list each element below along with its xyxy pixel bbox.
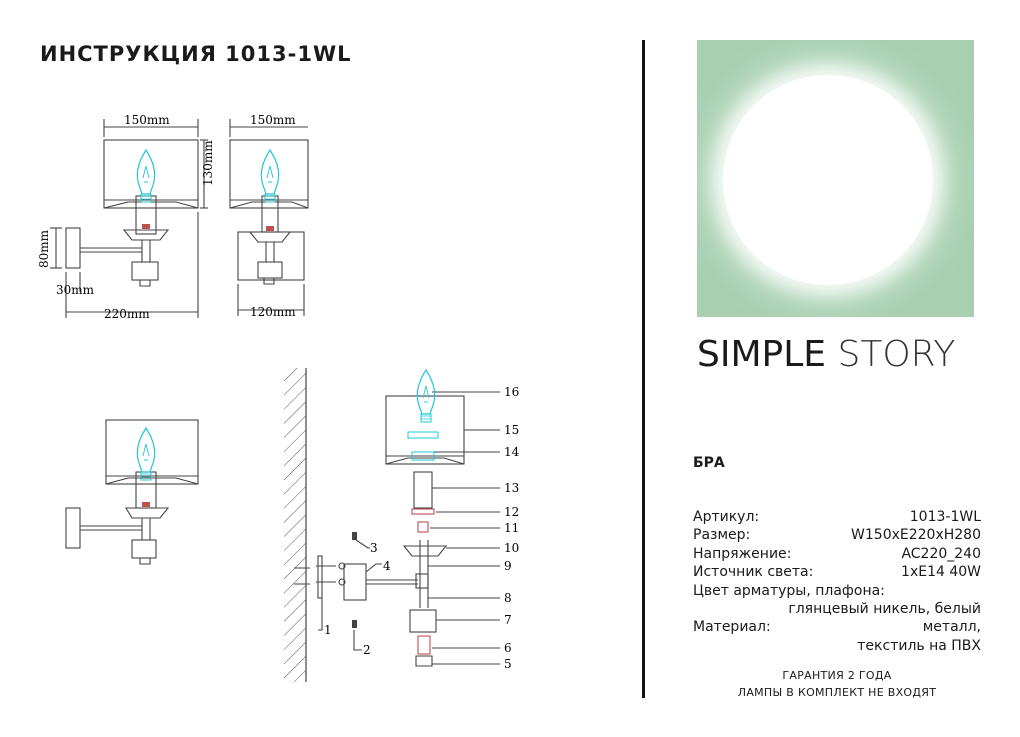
part-label-2: 2 — [363, 643, 371, 657]
part-label-3: 3 — [370, 541, 378, 555]
bulbs-note: ЛАМПЫ В КОМПЛЕКТ НЕ ВХОДЯТ — [737, 686, 937, 699]
technical-drawings: 150mm 130mm 80mm 30mm 220mm 150mm 120mm — [37, 113, 520, 682]
wall-hatch — [284, 368, 306, 682]
vertical-divider — [642, 40, 645, 698]
dim-projection: 220mm — [104, 307, 150, 321]
spec-row-material-2: текстиль на ПВХ — [857, 637, 981, 654]
side-view-drawing — [229, 119, 309, 316]
spec-row-color-label: Цвет арматуры, плафона: — [693, 582, 885, 599]
part-label-7: 7 — [504, 613, 512, 627]
product-type: БРА — [693, 455, 725, 471]
footer-notes: ГАРАНТИЯ 2 ГОДА ЛАМПЫ В КОМПЛЕКТ НЕ ВХОД… — [693, 667, 981, 701]
brand-part1: SIMPLE — [697, 334, 827, 375]
part-label-6: 6 — [504, 641, 512, 655]
part-label-15: 15 — [504, 423, 519, 437]
part-label-8: 8 — [504, 591, 512, 605]
page-title: ИНСТРУКЦИЯ 1013-1WL — [40, 42, 352, 66]
lamp-glow — [723, 75, 933, 285]
spec-row-material: Материал: металл, — [693, 619, 981, 636]
part-label-16: 16 — [504, 385, 519, 399]
brand-logo: SIMPLE STORY — [697, 334, 955, 375]
part-label-13: 13 — [504, 481, 519, 495]
part-label-11: 11 — [504, 521, 519, 535]
dim-base-depth: 30mm — [56, 283, 95, 297]
dim-base-height: 80mm — [37, 229, 51, 268]
product-photo — [697, 40, 974, 317]
spec-row-color-value: глянцевый никель, белый — [788, 601, 981, 618]
front-view-drawing — [50, 119, 208, 318]
brand-part2: STORY — [837, 334, 956, 375]
bulb-icon — [136, 149, 156, 203]
spec-row-size: Размер: W150xE220xH280 — [693, 527, 981, 544]
part-label-12: 12 — [504, 505, 519, 519]
part-label-14: 14 — [504, 445, 520, 459]
dim-side-width: 150mm — [250, 113, 296, 127]
dim-front-width: 150mm — [124, 113, 170, 127]
exploded-view-drawing — [294, 391, 500, 667]
spec-row-article: Артикул: 1013-1WL — [693, 509, 981, 525]
part-label-10: 10 — [504, 541, 519, 555]
bulb-icon-side — [260, 149, 280, 203]
spec-row-light: Источник света: 1xE14 40W — [693, 564, 981, 581]
spec-row-voltage: Напряжение: AC220_240 — [693, 545, 981, 562]
dim-base-width: 120mm — [250, 305, 296, 319]
part-label-9: 9 — [504, 559, 512, 573]
part-label-4: 4 — [383, 559, 391, 573]
part-label-1: 1 — [324, 623, 332, 637]
part-label-5: 5 — [504, 657, 512, 671]
dim-shade-height: 130mm — [201, 140, 215, 186]
warranty-note: ГАРАНТИЯ 2 ГОДА — [782, 669, 892, 682]
spec-table: Артикул: 1013-1WL Размер: W150xE220xH280… — [693, 508, 981, 655]
assembled-view-drawing — [65, 419, 199, 565]
